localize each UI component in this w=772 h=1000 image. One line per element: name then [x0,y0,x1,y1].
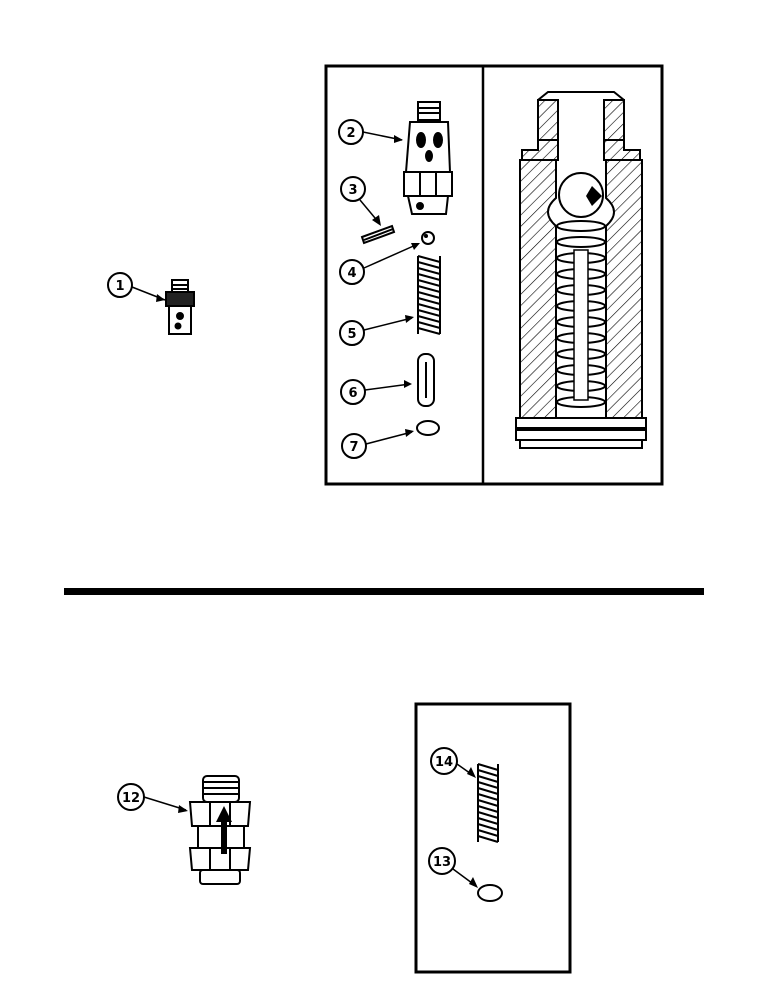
part-12-check-valve [188,775,252,885]
callout-5-label: 5 [347,327,356,342]
part-5-spring [417,255,441,335]
part-1-valve-assembly [165,279,195,335]
exploded-view-panel [324,64,664,486]
part-3-roll-pin [360,224,396,245]
part-7-o-ring [416,420,440,436]
callout-4: 4 [339,243,420,285]
callout-13-label: 13 [433,855,451,870]
callout-5: 5 [339,315,414,346]
callout-4-label: 4 [347,266,356,281]
flow-direction-arrow-icon [216,806,232,854]
callout-13: 13 [428,847,478,888]
section-divider [64,588,704,595]
part-13-o-ring [477,884,503,902]
part-4-check-ball [421,231,435,245]
callout-2-label: 2 [346,126,355,141]
callout-6-label: 6 [348,386,357,401]
callout-12-label: 12 [122,791,140,806]
valve-cross-section [515,91,647,449]
callout-3-label: 3 [348,183,357,198]
callout-14-label: 14 [435,755,453,770]
callout-3: 3 [340,176,381,226]
callout-7: 7 [341,429,414,459]
part-14-spring [477,763,499,843]
check-valve-internals-panel [414,702,572,974]
callout-6: 6 [340,379,412,405]
callout-14: 14 [430,747,476,778]
callout-1-label: 1 [115,279,124,294]
part-2-valve-body [403,101,453,215]
callout-7-label: 7 [349,440,358,455]
part-6-guide-pin [417,353,435,407]
callout-1: 1 [107,272,166,302]
callout-2: 2 [338,119,403,145]
callout-12: 12 [117,783,188,813]
